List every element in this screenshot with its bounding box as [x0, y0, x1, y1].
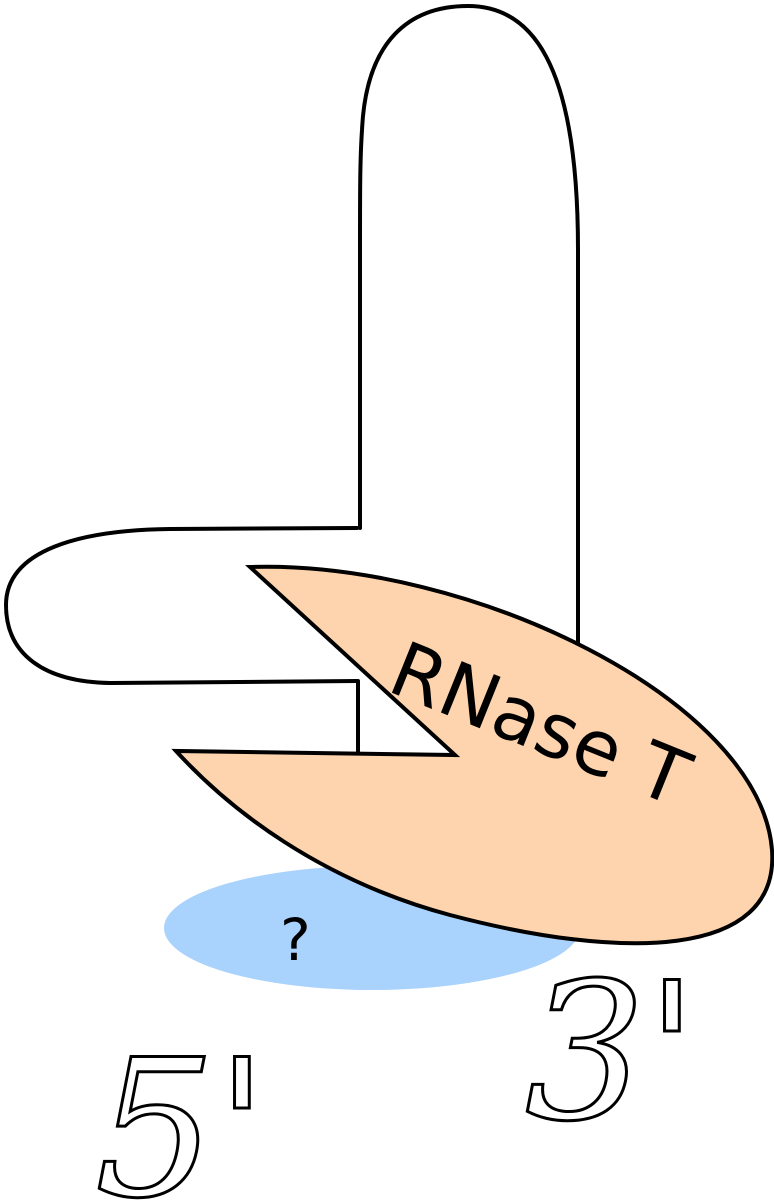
horizontal-hairpin	[4, 526, 359, 685]
five-prime-label: 5'	[95, 1019, 268, 1202]
rnase-t-enzyme	[171, 564, 774, 946]
three-prime-label: 3'	[525, 942, 698, 1163]
vertical-hairpin-loop	[358, 4, 580, 252]
binding-site-question: ?	[280, 906, 311, 974]
